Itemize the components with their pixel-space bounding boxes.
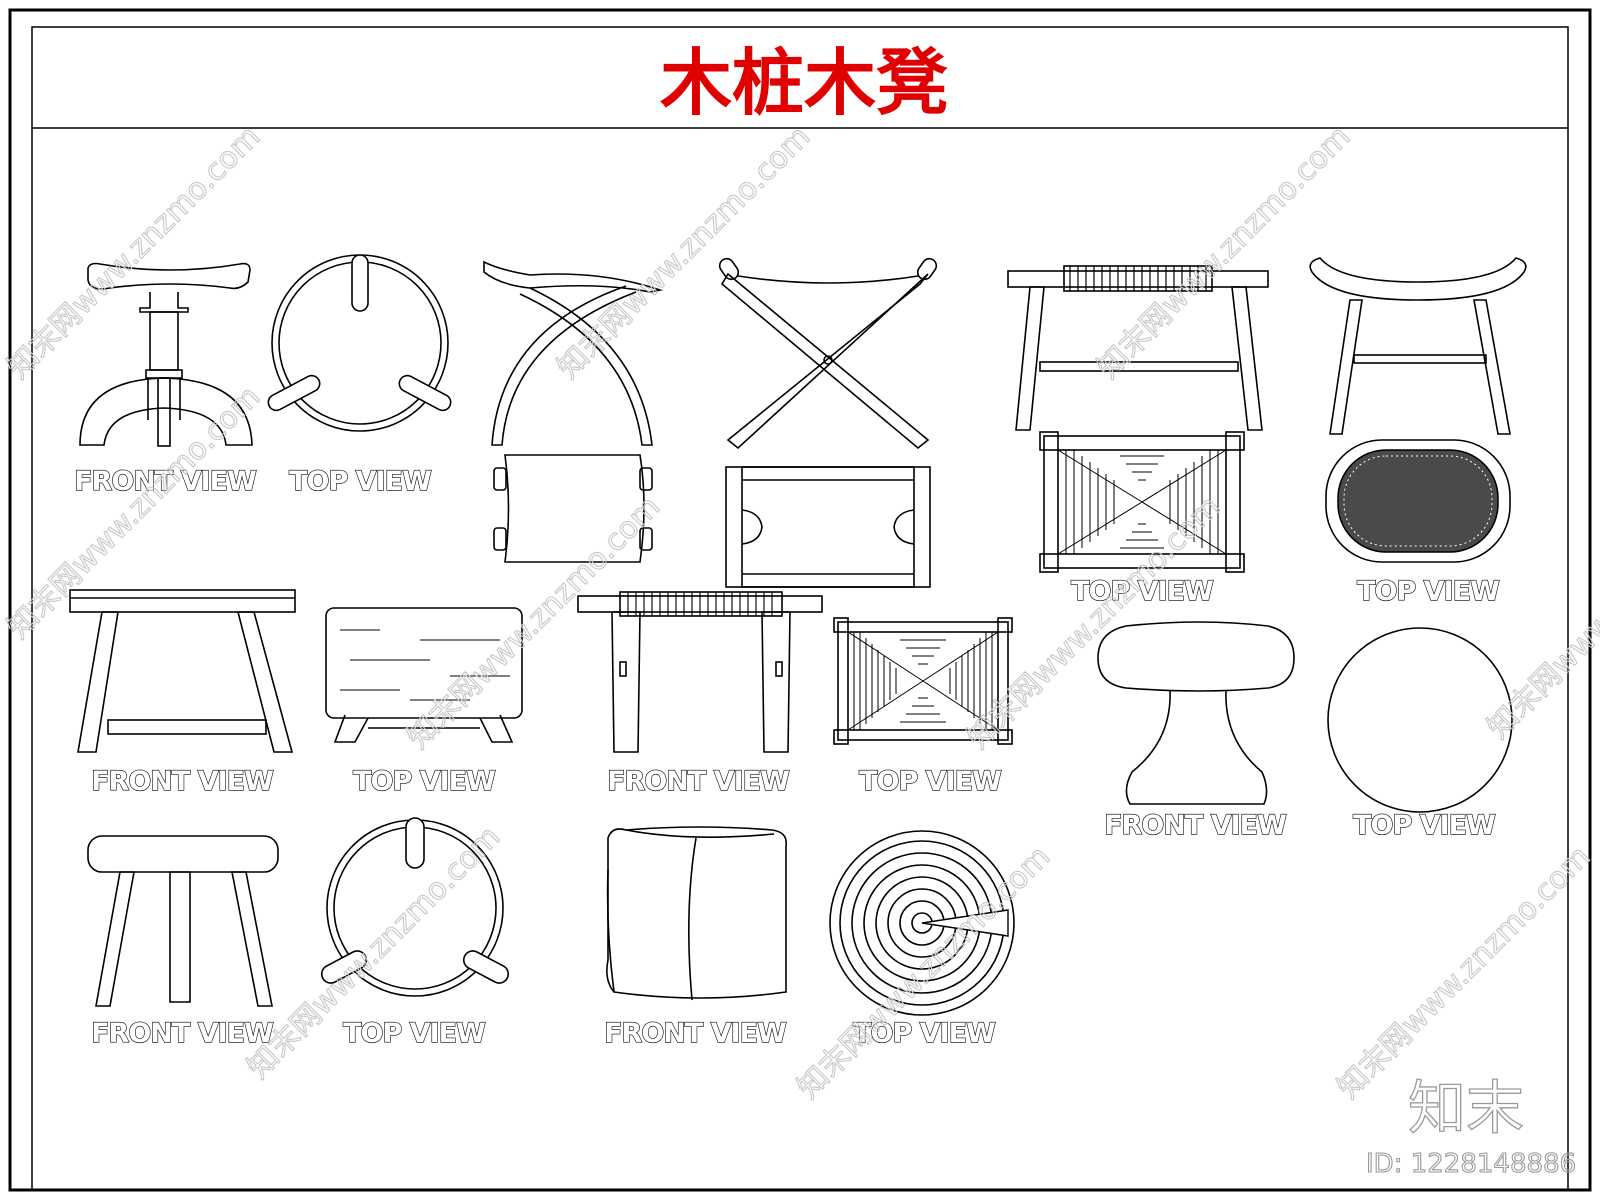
watermark-9: 知末网www.znzmo.com [791, 839, 1057, 1105]
stool-4-top-label: TOP VIEW [1071, 576, 1213, 607]
watermark-4: 知末网www.znzmo.com [1, 379, 267, 645]
sheet-title: 木桩木凳 [660, 40, 948, 125]
watermark-10: 知末网www.znzmo.com [1331, 839, 1597, 1105]
watermark-1: 知末网www.znzmo.com [1, 119, 267, 385]
stool-10-top-view [829, 830, 1015, 1016]
stool-6-front-view [69, 589, 296, 753]
stool-2-top-view [493, 454, 653, 563]
inner-frame [31, 26, 1569, 1191]
stool-7-top-view [833, 617, 1013, 745]
stool-10-front-label: FRONT VIEW [604, 1018, 786, 1049]
stool-10-top-label: TOP VIEW [853, 1018, 995, 1049]
stool-9-top-label: TOP VIEW [343, 1018, 485, 1049]
stool-9-top-view [320, 817, 510, 997]
stool-6-top-view [325, 607, 523, 743]
stool-5-top-label: TOP VIEW [1357, 576, 1499, 607]
stool-7-front-view [577, 591, 823, 753]
watermark-2: 知末网www.znzmo.com [551, 119, 817, 385]
stool-8-top-label: TOP VIEW [1353, 810, 1495, 841]
stool-8-front-label: FRONT VIEW [1104, 810, 1286, 841]
stool-1-top-label: TOP VIEW [289, 466, 431, 497]
stool-2-front-view [483, 260, 664, 446]
watermark-brand: 知末 [1408, 1074, 1524, 1142]
stool-1-front-view [79, 262, 253, 447]
stool-1-front-label: FRONT VIEW [74, 466, 256, 497]
stool-1-top-view [267, 254, 452, 432]
stool-7-front-label: FRONT VIEW [607, 766, 789, 797]
watermark-id: ID: 1228148886 [1366, 1149, 1576, 1179]
stool-4-top-view [1039, 431, 1245, 573]
watermark-3: 知末网www.znzmo.com [1091, 119, 1357, 385]
stool-9-front-view [87, 835, 279, 1007]
stool-5-front-view [1309, 257, 1527, 435]
stool-10-front-view [606, 826, 788, 1001]
stool-9-front-label: FRONT VIEW [91, 1018, 273, 1049]
stool-8-top-view [1327, 627, 1513, 813]
watermark-7: 知末网www.znzmo.com [1481, 479, 1600, 745]
stool-3-front-view [718, 257, 938, 450]
stool-7-top-label: TOP VIEW [859, 766, 1001, 797]
stool-6-top-label: TOP VIEW [353, 766, 495, 797]
outer-frame [8, 8, 1592, 1192]
stool-8-front-view [1097, 621, 1295, 805]
watermark-5: 知末网www.znzmo.com [401, 489, 667, 755]
stool-5-top-view [1325, 439, 1511, 563]
stool-4-front-view [1007, 265, 1269, 431]
stool-6-front-label: FRONT VIEW [91, 766, 273, 797]
stool-3-top-view [725, 466, 931, 588]
